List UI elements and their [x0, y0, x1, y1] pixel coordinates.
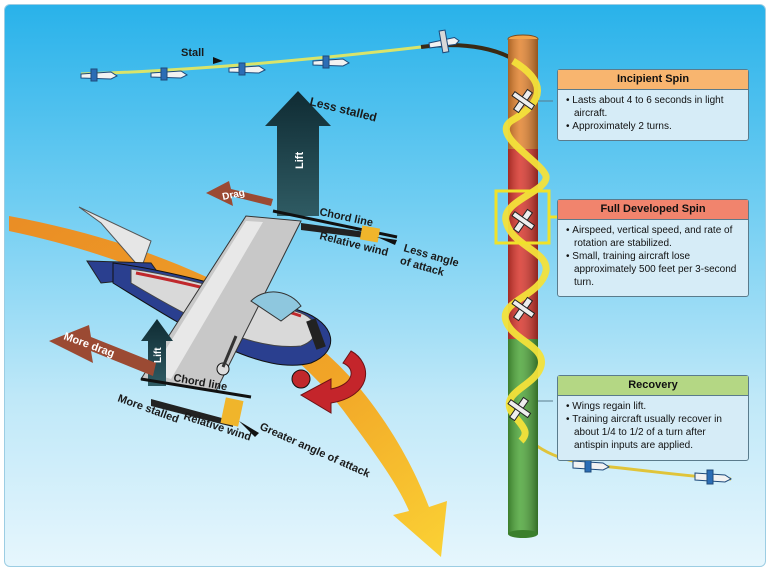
- lower-wing-forces: [49, 319, 259, 437]
- spin-diagram: Stall Less stalled Lift Drag Chord line …: [4, 4, 766, 567]
- recovery-aircraft-icons: [572, 457, 732, 485]
- panel-bullet: Training aircraft usually recover in abo…: [566, 413, 742, 452]
- lift-arrow-top-icon: [265, 91, 331, 216]
- chord-line-bottom: [140, 377, 252, 399]
- less-aoa-label: Less angleof attack: [399, 242, 461, 282]
- panel-bullet: Small, training aircraft lose approximat…: [566, 250, 742, 289]
- spin-path-arrow: [9, 216, 447, 557]
- panel-bullet: Wings regain lift.: [566, 400, 742, 413]
- spin-ribbon: [501, 58, 550, 444]
- lift-bottom-label: Lift: [153, 347, 164, 363]
- panel-bullet: Airspeed, vertical speed, and rate of ro…: [566, 224, 742, 250]
- more-drag-arrow-icon: [49, 325, 156, 376]
- drag-arrow-top-icon: [206, 181, 273, 206]
- drag-top-label: Drag: [221, 187, 246, 202]
- panel-bullet: Approximately 2 turns.: [566, 120, 742, 133]
- stall-flight-path: [80, 43, 517, 76]
- main-aircraft: [78, 206, 332, 392]
- lift-top-label: Lift: [294, 152, 306, 169]
- panel-bullet: Lasts about 4 to 6 seconds in light airc…: [566, 94, 742, 120]
- relative-wind-bottom-label: Relative wind: [182, 410, 253, 443]
- stall-aircraft-icons: [80, 29, 460, 82]
- panel-incipient-spin: Incipient Spin Lasts about 4 to 6 second…: [557, 69, 749, 141]
- relative-wind-top: [301, 223, 373, 239]
- panel-title: Full Developed Spin: [558, 200, 748, 220]
- panel-title: Recovery: [558, 376, 748, 396]
- greater-aoa-label: Greater angle of attack: [258, 421, 373, 481]
- panel-full-developed-spin: Full Developed Spin Airspeed, vertical s…: [557, 199, 749, 297]
- panel-title: Incipient Spin: [558, 70, 748, 90]
- upper-wing-forces: [206, 91, 398, 245]
- diagram-canvas: Stall Less stalled Lift Drag Chord line …: [9, 29, 732, 557]
- stall-pointer-icon: [213, 57, 223, 64]
- stall-label: Stall: [181, 47, 204, 59]
- panel-recovery: Recovery Wings regain lift. Training air…: [557, 375, 749, 461]
- spin-aircraft-icons: [507, 88, 536, 422]
- rotation-arrow-icon: [299, 350, 366, 414]
- relative-wind-bottom: [151, 399, 233, 427]
